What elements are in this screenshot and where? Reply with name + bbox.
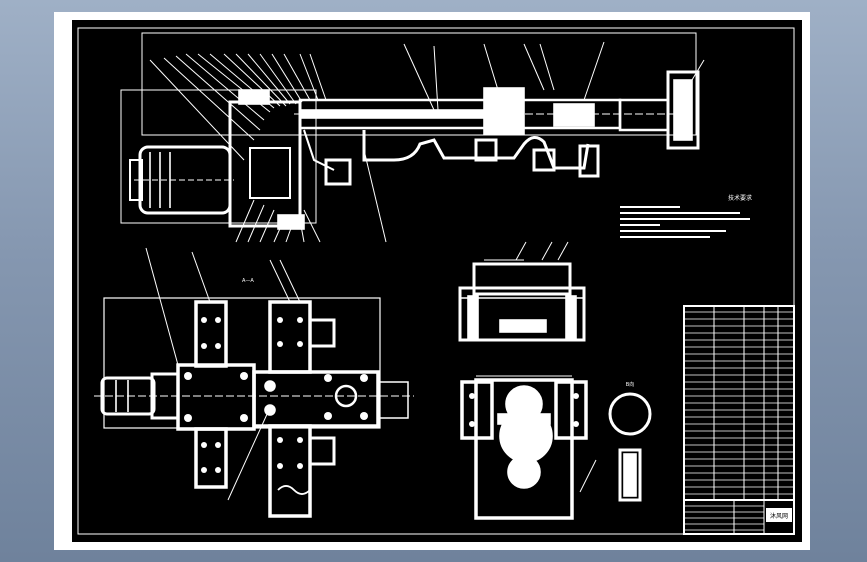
- side-view: [458, 241, 586, 342]
- main-elevation-view: [120, 32, 705, 243]
- cad-drawing-svg: 技术要求 A—A B向 沐风网: [64, 20, 802, 542]
- technical-note-line: [620, 236, 710, 238]
- section-label: A—A: [242, 278, 254, 284]
- logo-stamp: [766, 508, 792, 522]
- parts-list-rows: [684, 311, 794, 531]
- plan-view: [94, 247, 414, 518]
- section-view: [460, 375, 652, 520]
- technical-note-line: [620, 218, 750, 220]
- title-block-logo: 沐风网: [770, 512, 788, 520]
- arm-end-cylinder: [666, 70, 700, 150]
- technical-note-line: [620, 224, 660, 226]
- section-housing: [474, 378, 574, 520]
- detail-shaft: [618, 448, 642, 502]
- technical-note-line: [620, 212, 740, 214]
- technical-note-line: [620, 230, 726, 232]
- technical-notes-title: 技术要求: [728, 194, 752, 202]
- technical-notes-lines: [620, 206, 750, 238]
- frame-binding-margin: [64, 20, 72, 542]
- inner-border: [77, 27, 795, 535]
- technical-note-line: [620, 206, 680, 208]
- cad-drawing-area: 技术要求 A—A B向 沐风网: [64, 20, 802, 542]
- plan-motor: [100, 376, 156, 416]
- side-view-label: B向: [626, 381, 634, 388]
- side-view-top-block: [472, 262, 572, 296]
